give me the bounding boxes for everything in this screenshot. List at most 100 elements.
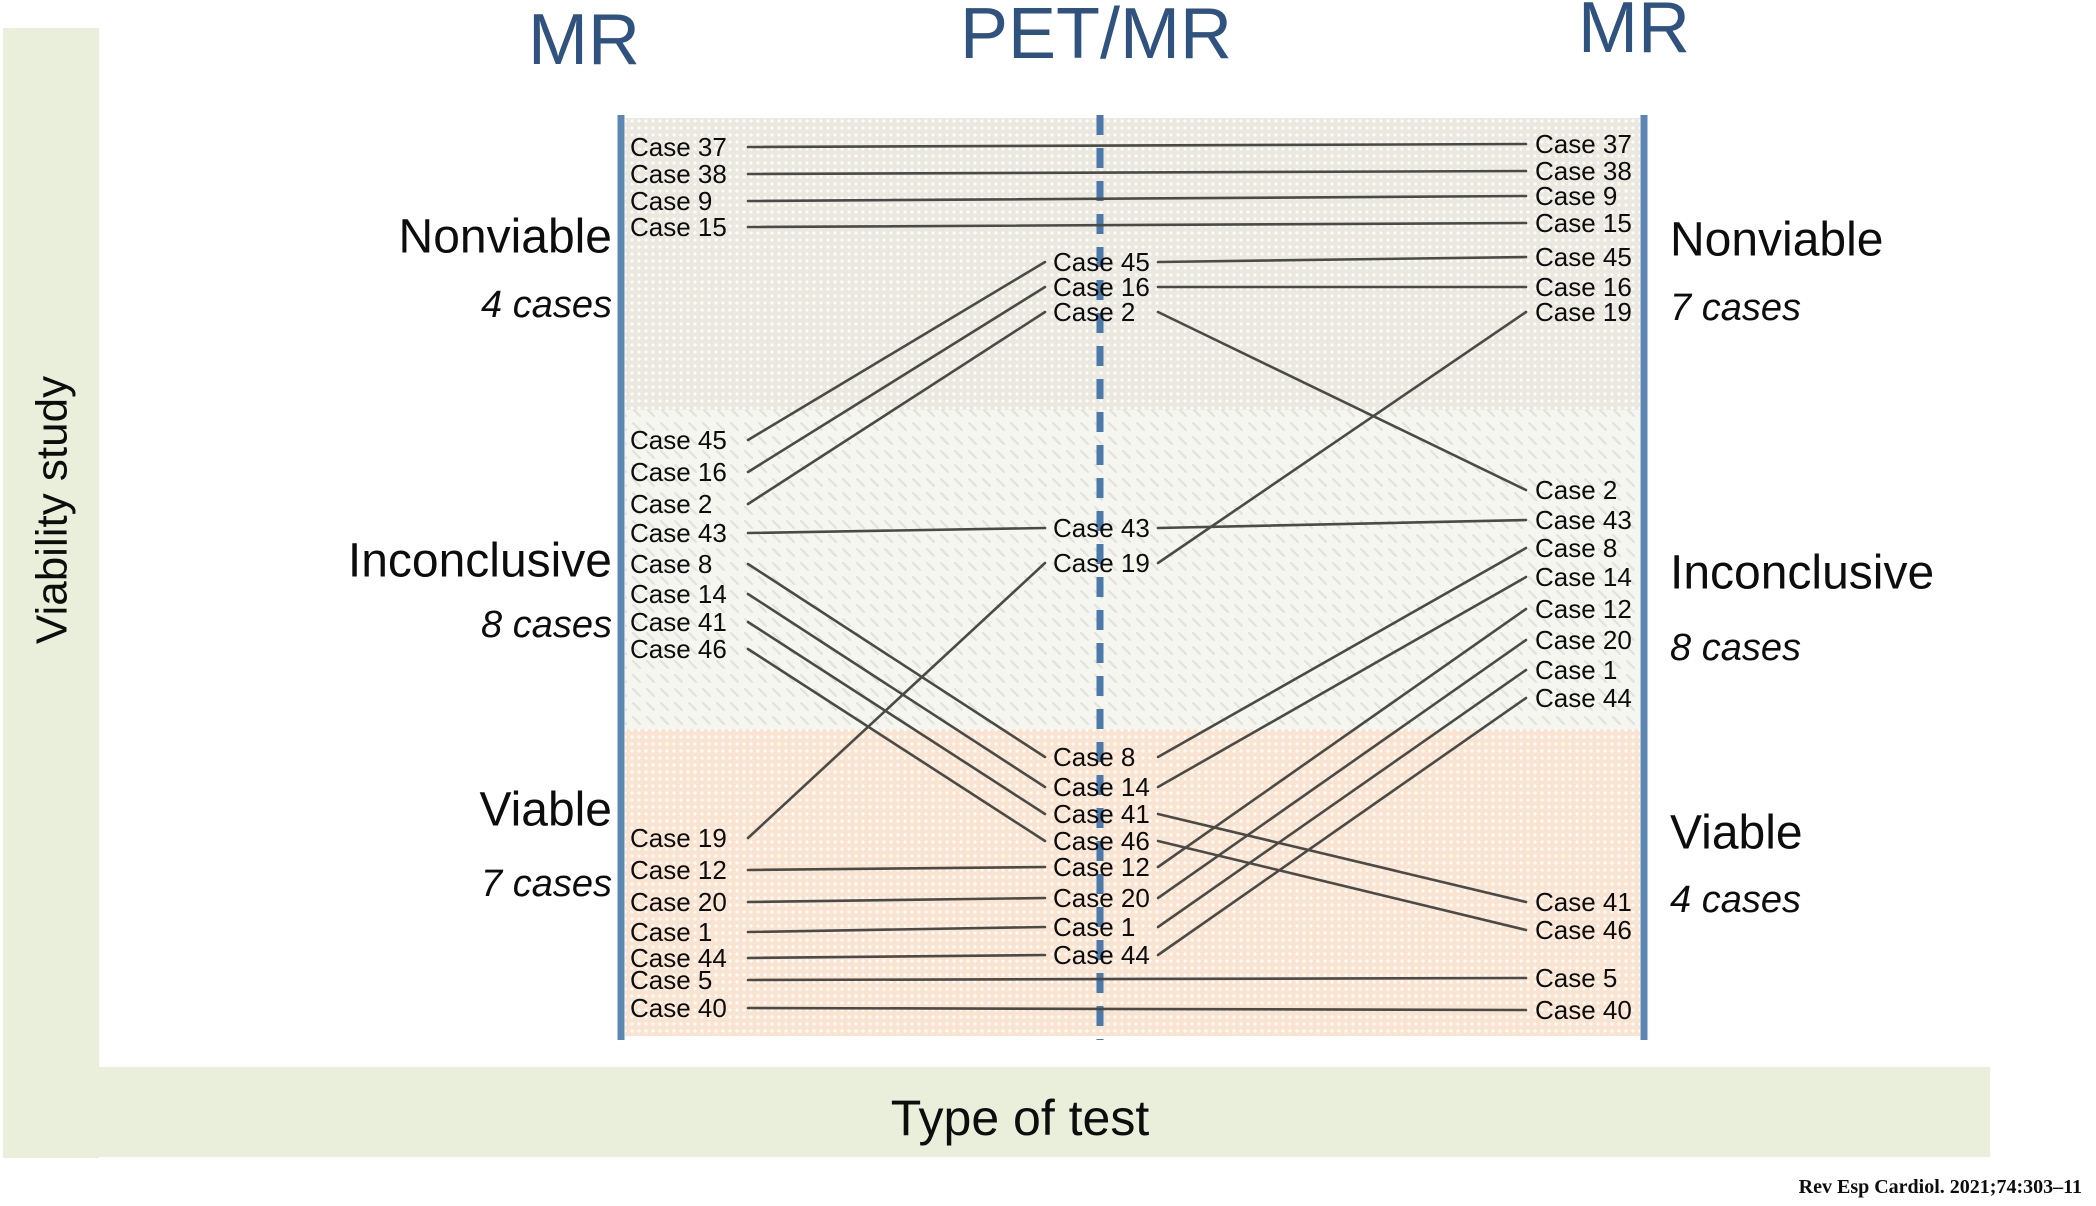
case-label-left-case-44: Case 44 [630, 943, 727, 973]
connection-line-case-2 [746, 310, 1047, 506]
category-bands [625, 118, 1640, 1036]
case-label-left-case-14: Case 14 [630, 579, 727, 609]
case-label-mid-case-41: Case 41 [1053, 799, 1150, 829]
case-label-right-case-9: Case 9 [1535, 181, 1617, 211]
right-count-nonviable: 7 cases [1670, 287, 1801, 329]
case-label-mid-case-1: Case 1 [1053, 912, 1135, 942]
case-label-right-case-5: Case 5 [1535, 963, 1617, 993]
connection-line-case-20 [746, 896, 1047, 904]
column-title-mr-right: MR [1578, 0, 1690, 68]
case-label-left-case-8: Case 8 [630, 549, 712, 579]
case-label-left-case-12: Case 12 [630, 855, 727, 885]
case-label-right-case-41: Case 41 [1535, 887, 1632, 917]
connection-line-case-40 [746, 1006, 1528, 1012]
connection-line-case-43 [746, 526, 1047, 535]
case-label-left-case-37: Case 37 [630, 132, 727, 162]
case-label-left-case-16: Case 16 [630, 457, 727, 487]
connection-line-case-8 [746, 562, 1047, 759]
connection-line-case-43 [1156, 518, 1528, 530]
case-label-right-case-46: Case 46 [1535, 915, 1632, 945]
connection-line-case-9 [746, 194, 1528, 203]
left-count-viable: 7 cases [481, 863, 612, 905]
right-count-inconclusive: 8 cases [1670, 627, 1801, 669]
right-count-viable: 4 cases [1670, 879, 1801, 921]
y-axis-band [3, 28, 99, 1158]
left-label-inconclusive: Inconclusive [348, 535, 612, 588]
case-label-mid-case-14: Case 14 [1053, 772, 1150, 802]
case-label-right-case-44: Case 44 [1535, 683, 1632, 713]
case-label-mid-case-46: Case 46 [1053, 826, 1150, 856]
case-label-left-case-46: Case 46 [630, 634, 727, 664]
case-label-left-case-45: Case 45 [630, 425, 727, 455]
case-label-mid-case-8: Case 8 [1053, 742, 1135, 772]
case-label-mid-case-20: Case 20 [1053, 883, 1150, 913]
case-label-left-case-41: Case 41 [630, 607, 727, 637]
case-label-left-case-38: Case 38 [630, 159, 727, 189]
case-label-right-case-45: Case 45 [1535, 242, 1632, 272]
left-count-nonviable: 4 cases [481, 284, 612, 326]
case-label-right-case-8: Case 8 [1535, 533, 1617, 563]
case-label-right-case-20: Case 20 [1535, 625, 1632, 655]
connection-line-case-16 [746, 285, 1047, 474]
case-label-mid-case-2: Case 2 [1053, 297, 1135, 327]
connection-line-case-41 [1156, 812, 1528, 904]
case-label-left-case-15: Case 15 [630, 212, 727, 242]
column-title-petmr: PET/MR [960, 0, 1232, 74]
case-label-right-case-12: Case 12 [1535, 594, 1632, 624]
case-label-left-case-2: Case 2 [630, 489, 712, 519]
left-label-nonviable: Nonviable [399, 211, 612, 264]
case-label-left-case-40: Case 40 [630, 993, 727, 1023]
connection-line-case-19 [1156, 310, 1528, 565]
citation: Rev Esp Cardiol. 2021;74:303–11 [1799, 1176, 2082, 1198]
case-label-mid-case-44: Case 44 [1053, 940, 1150, 970]
connection-line-case-1 [1156, 668, 1528, 929]
column-title-mr-left: MR [528, 0, 640, 80]
connection-line-case-37 [746, 142, 1528, 149]
case-label-mid-case-45: Case 45 [1053, 247, 1150, 277]
case-label-right-case-2: Case 2 [1535, 475, 1617, 505]
case-label-right-case-14: Case 14 [1535, 562, 1632, 592]
case-label-right-case-40: Case 40 [1535, 995, 1632, 1025]
connection-line-case-41 [746, 620, 1047, 816]
connection-line-case-8 [1156, 546, 1528, 759]
x-axis-band [99, 1067, 1990, 1157]
connection-line-case-45 [1156, 255, 1528, 264]
case-label-left-case-5: Case 5 [630, 965, 712, 995]
case-label-left-case-1: Case 1 [630, 917, 712, 947]
band-nonviable-texture [625, 118, 1640, 410]
right-label-nonviable: Nonviable [1670, 214, 1883, 267]
case-label-right-case-43: Case 43 [1535, 505, 1632, 535]
connection-line-case-44 [1156, 696, 1528, 957]
y-axis-title: Viability study [28, 376, 77, 644]
connection-line-case-20 [1156, 638, 1528, 900]
connection-line-case-14 [746, 592, 1047, 789]
connection-line-case-14 [1156, 575, 1528, 789]
case-label-right-case-37: Case 37 [1535, 129, 1632, 159]
connection-line-case-45 [746, 260, 1047, 442]
case-label-right-case-15: Case 15 [1535, 208, 1632, 238]
connection-line-case-38 [746, 169, 1528, 176]
left-count-inconclusive: 8 cases [481, 604, 612, 646]
connection-line-case-12 [1156, 607, 1528, 869]
case-label-left-case-19: Case 19 [630, 823, 727, 853]
right-label-inconclusive: Inconclusive [1670, 547, 1934, 600]
case-label-right-case-16: Case 16 [1535, 272, 1632, 302]
case-label-right-case-38: Case 38 [1535, 156, 1632, 186]
connection-line-case-19 [746, 561, 1047, 840]
case-label-mid-case-19: Case 19 [1053, 548, 1150, 578]
right-label-viable: Viable [1670, 807, 1803, 860]
case-label-left-case-43: Case 43 [630, 518, 727, 548]
case-label-right-case-19: Case 19 [1535, 297, 1632, 327]
band-viable-texture [625, 729, 1640, 1036]
connection-lines [746, 142, 1528, 1012]
case-label-mid-case-12: Case 12 [1053, 852, 1150, 882]
connection-line-case-15 [746, 221, 1528, 229]
connection-line-case-12 [746, 865, 1047, 872]
connection-line-case-44 [746, 953, 1047, 960]
case-label-left-case-20: Case 20 [630, 887, 727, 917]
connection-line-case-2 [1156, 310, 1528, 492]
x-axis-title: Type of test [891, 1090, 1150, 1146]
